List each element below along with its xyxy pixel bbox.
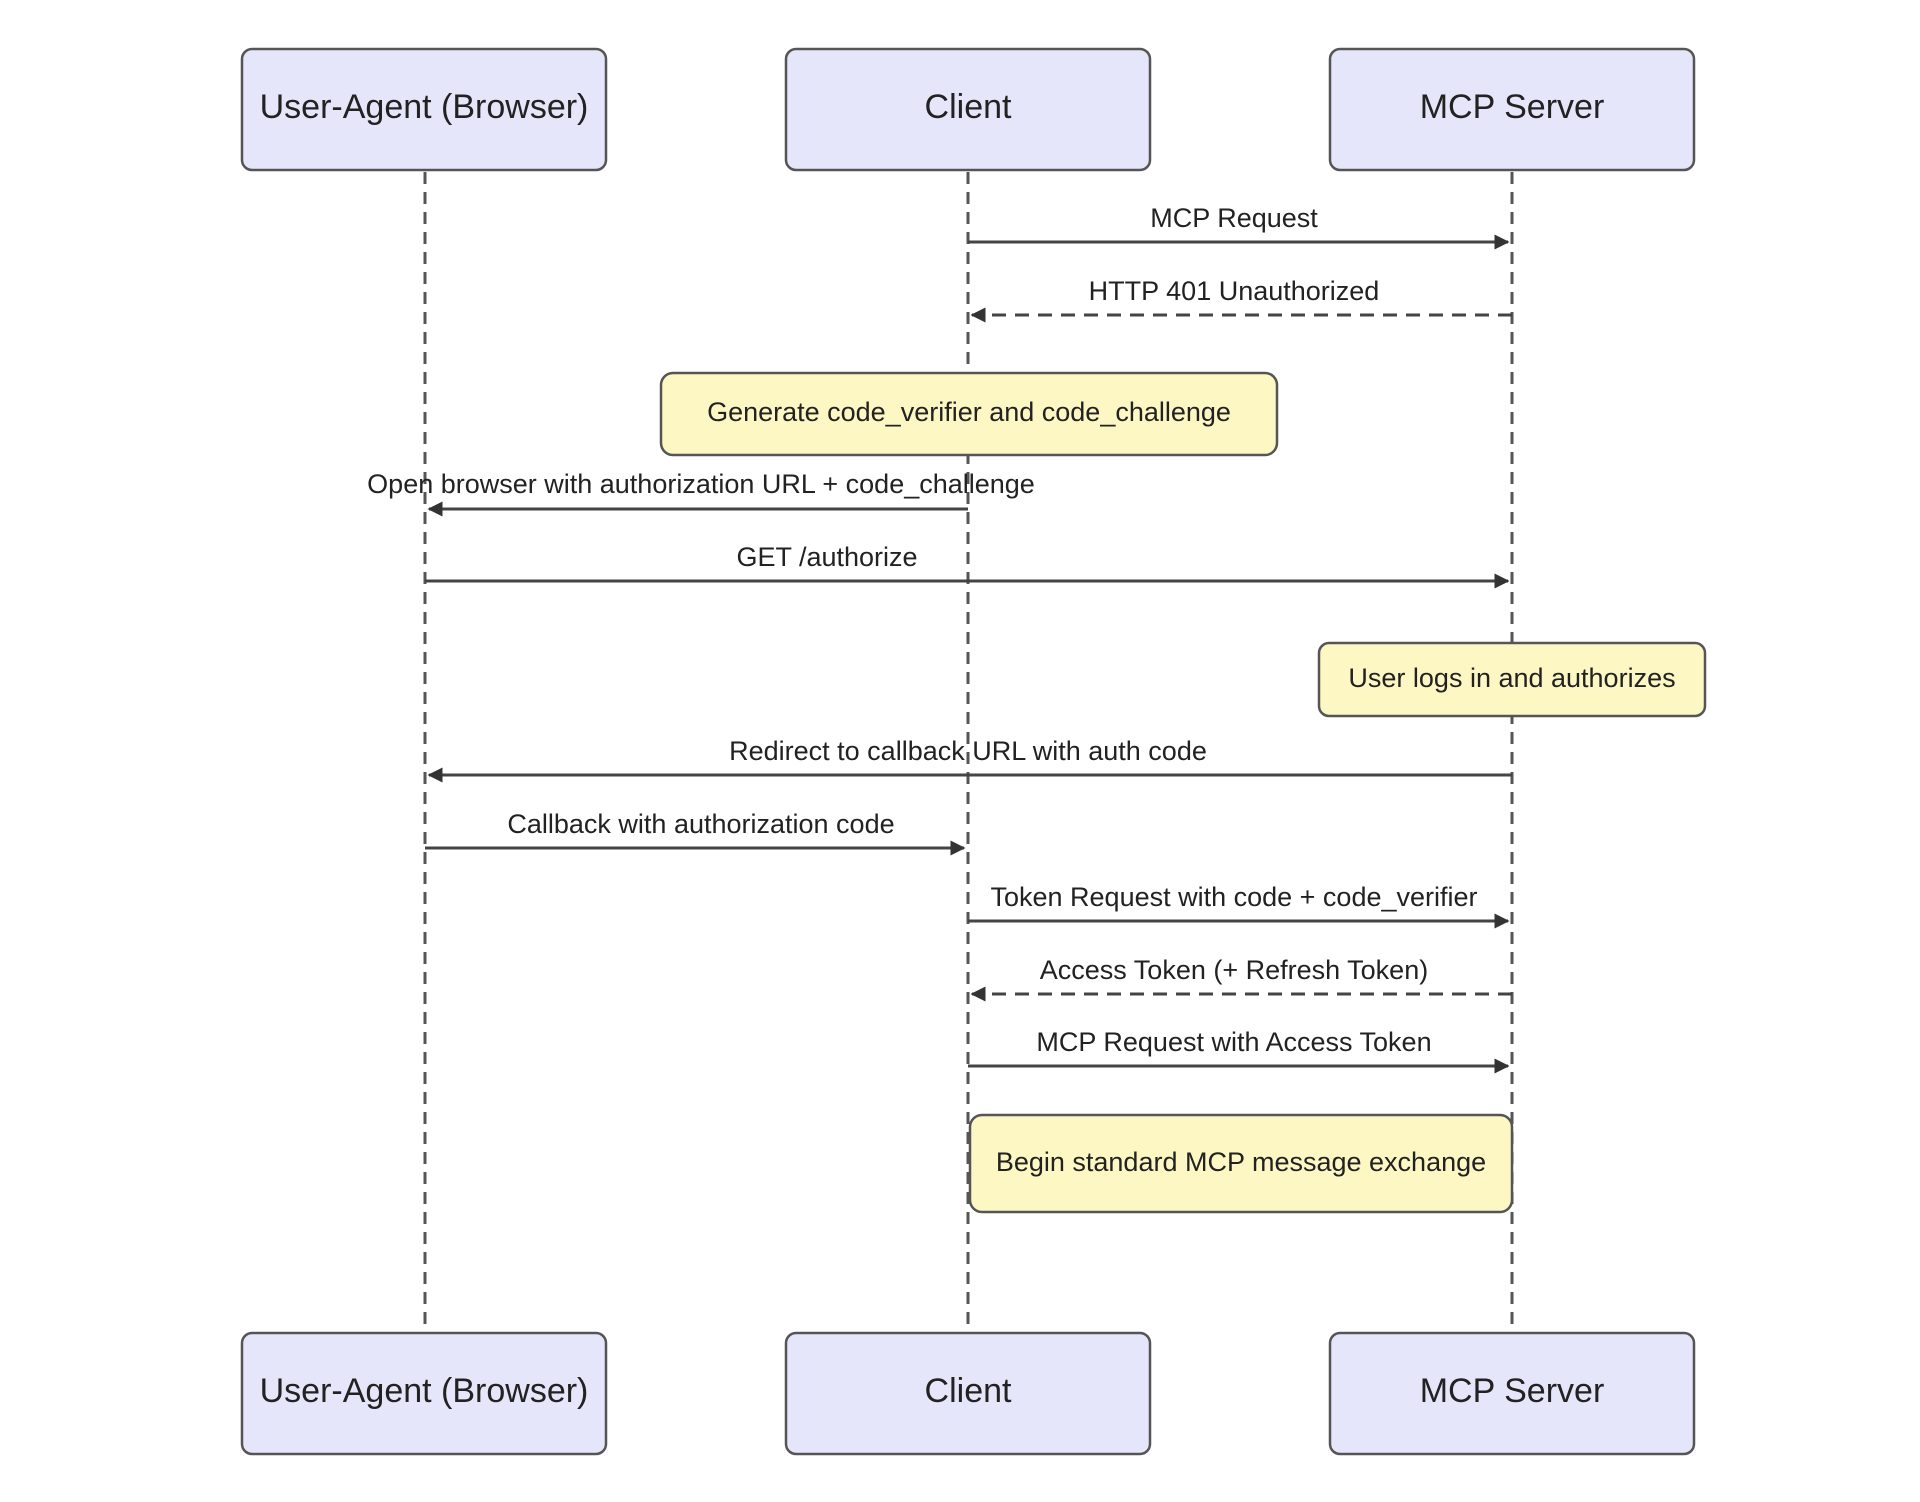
actor-server-top: MCP Server bbox=[1328, 47, 1696, 172]
actor-client-top: Client bbox=[784, 47, 1152, 172]
message-label-2: HTTP 401 Unauthorized bbox=[1089, 276, 1380, 306]
message-label-4: GET /authorize bbox=[736, 542, 917, 572]
actor-client-top-label: Client bbox=[925, 88, 1012, 126]
message-label-7: Token Request with code + code_verifier bbox=[990, 882, 1477, 912]
message-label-9: MCP Request with Access Token bbox=[1036, 1027, 1431, 1057]
actor-browser-top-label: User-Agent (Browser) bbox=[260, 88, 589, 126]
note-generate-challenge: Generate code_verifier and code_challeng… bbox=[659, 371, 1279, 457]
actor-client-bottom-label: Client bbox=[925, 1372, 1012, 1410]
actor-server-bottom-label: MCP Server bbox=[1420, 1372, 1605, 1410]
note-label-3: Begin standard MCP message exchange bbox=[996, 1147, 1486, 1177]
actor-browser-bottom: User-Agent (Browser) bbox=[240, 1331, 608, 1456]
actor-server-top-label: MCP Server bbox=[1420, 88, 1605, 126]
message-label-6: Callback with authorization code bbox=[507, 809, 894, 839]
note-label-2: User logs in and authorizes bbox=[1348, 663, 1675, 693]
message-label-8: Access Token (+ Refresh Token) bbox=[1040, 955, 1428, 985]
note-label-1: Generate code_verifier and code_challeng… bbox=[707, 397, 1231, 427]
actor-client-bottom: Client bbox=[784, 1331, 1152, 1456]
message-label-5: Redirect to callback URL with auth code bbox=[729, 736, 1207, 766]
actor-browser-bottom-label: User-Agent (Browser) bbox=[260, 1372, 589, 1410]
note-user-authorizes: User logs in and authorizes bbox=[1317, 641, 1707, 718]
note-begin-exchange: Begin standard MCP message exchange bbox=[968, 1113, 1514, 1214]
actor-browser-top: User-Agent (Browser) bbox=[240, 47, 608, 172]
actor-server-bottom: MCP Server bbox=[1328, 1331, 1696, 1456]
message-label-3: Open browser with authorization URL + co… bbox=[367, 469, 1035, 499]
message-label-1: MCP Request bbox=[1150, 203, 1318, 233]
